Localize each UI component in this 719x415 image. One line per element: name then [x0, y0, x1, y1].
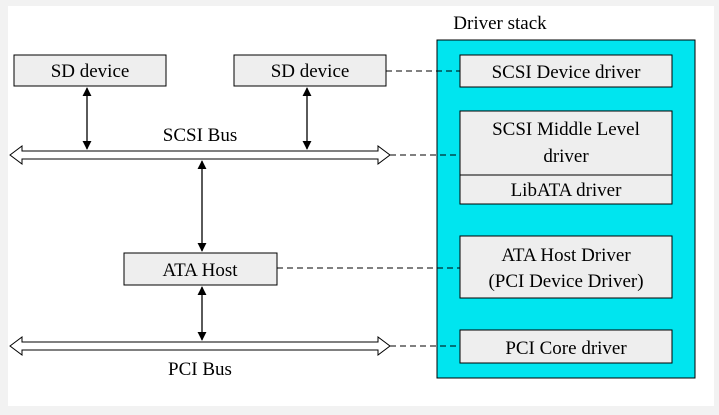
- driver-stack-title: Driver stack: [453, 13, 547, 34]
- ata-host-driver-label-line2: (PCI Device Driver): [488, 271, 643, 292]
- sd-device-label-2: SD device: [271, 61, 350, 82]
- scsi-middle-level-driver-box: SCSI Middle Level driver: [459, 110, 673, 176]
- scsi-middle-level-label-line1: SCSI Middle Level: [492, 119, 640, 140]
- ata-host-box: ATA Host: [123, 252, 278, 286]
- libata-driver-box: LibATA driver: [459, 174, 673, 205]
- ata-host-driver-label-line1: ATA Host Driver: [501, 245, 631, 266]
- sd-device-box-2: SD device: [233, 54, 387, 87]
- pci-bus-label: PCI Bus: [168, 359, 232, 380]
- driver-stack-panel: [436, 39, 696, 379]
- libata-driver-label: LibATA driver: [511, 180, 623, 201]
- scsi-middle-level-label-line2: driver: [543, 146, 589, 167]
- ata-host-driver-box: ATA Host Driver (PCI Device Driver): [459, 235, 673, 299]
- scsi-device-driver-label: SCSI Device driver: [492, 62, 641, 83]
- sd-device-box-1: SD device: [13, 54, 167, 87]
- pci-core-driver-box: PCI Core driver: [459, 329, 673, 364]
- sd-device-label-1: SD device: [51, 61, 130, 82]
- pci-core-driver-label: PCI Core driver: [505, 338, 627, 359]
- scsi-device-driver-box: SCSI Device driver: [459, 54, 673, 88]
- scsi-bus-label: SCSI Bus: [163, 125, 237, 146]
- ata-host-label: ATA Host: [162, 260, 238, 281]
